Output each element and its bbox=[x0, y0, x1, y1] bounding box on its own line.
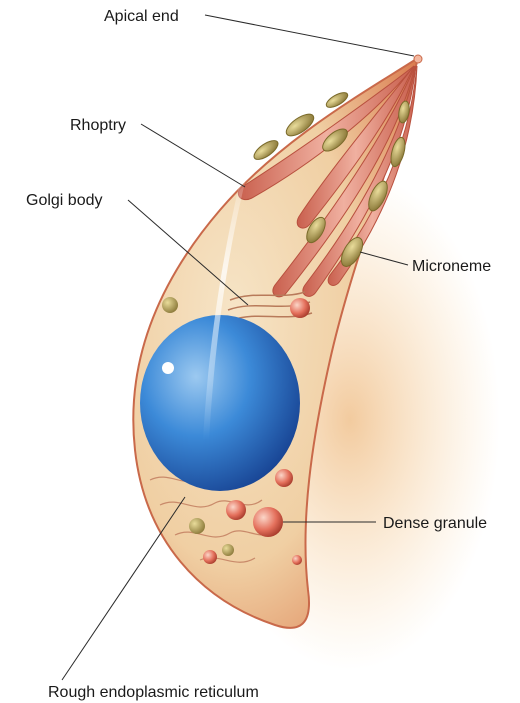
dense-granule bbox=[275, 469, 293, 487]
label-rhoptry: Rhoptry bbox=[70, 117, 126, 134]
granule bbox=[189, 518, 205, 534]
nucleolus-highlight bbox=[162, 362, 174, 374]
dense-granule bbox=[253, 507, 283, 537]
dense-granule bbox=[226, 500, 246, 520]
nucleus bbox=[140, 315, 300, 491]
label-apical-end: Apical end bbox=[104, 8, 179, 25]
dense-granule bbox=[203, 550, 217, 564]
label-microneme: Microneme bbox=[412, 258, 491, 275]
label-rough-er: Rough endoplasmic reticulum bbox=[48, 684, 259, 701]
leader-line-rhoptry bbox=[141, 124, 245, 187]
leader-line-rough-er bbox=[62, 497, 185, 680]
label-dense-granule: Dense granule bbox=[383, 515, 487, 532]
dense-granule bbox=[290, 298, 310, 318]
granule bbox=[162, 297, 178, 313]
dense-granule bbox=[292, 555, 302, 565]
apical-tip bbox=[414, 55, 422, 63]
label-golgi-body: Golgi body bbox=[26, 192, 103, 209]
granule bbox=[222, 544, 234, 556]
leader-line-apical-end bbox=[205, 15, 414, 56]
